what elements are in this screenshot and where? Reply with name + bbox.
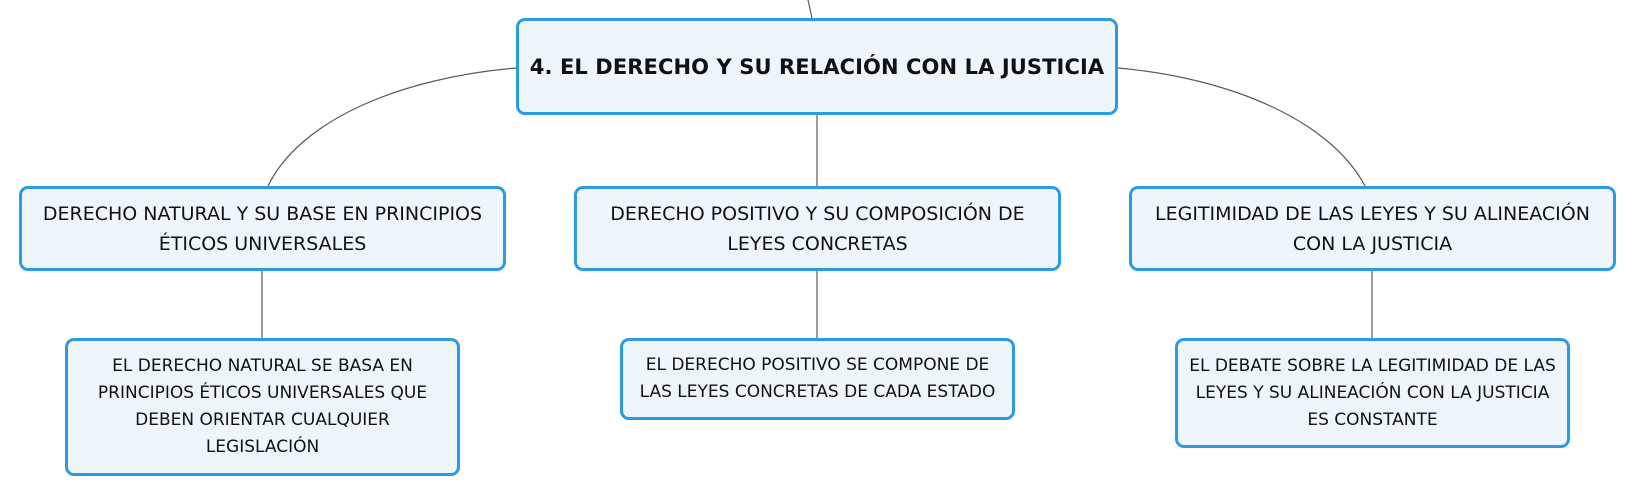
subtopic-natural-law[interactable]: EL DERECHO NATURAL SE BASA EN PRINCIPIOS…	[65, 338, 460, 476]
branch-topic-legitimacy[interactable]: LEGITIMIDAD DE LAS LEYES Y SU ALINEACIÓN…	[1129, 186, 1616, 271]
connector-root-to-branch-3	[1117, 67, 1366, 187]
branch-topic-positive-law[interactable]: DERECHO POSITIVO Y SU COMPOSICIÓN DE LEY…	[574, 186, 1061, 271]
subtopic-positive-law[interactable]: EL DERECHO POSITIVO SE COMPONE DE LAS LE…	[620, 338, 1015, 420]
subtopic-legitimacy[interactable]: EL DEBATE SOBRE LA LEGITIMIDAD DE LAS LE…	[1175, 338, 1570, 448]
connector-parent-to-root	[807, 0, 813, 19]
branch-topic-natural-law[interactable]: DERECHO NATURAL Y SU BASE EN PRINCIPIOS …	[19, 186, 506, 271]
branch-topic-label: LEGITIMIDAD DE LAS LEYES Y SU ALINEACIÓN…	[1155, 202, 1590, 255]
branch-topic-label: DERECHO NATURAL Y SU BASE EN PRINCIPIOS …	[42, 202, 483, 255]
subtopic-label: EL DERECHO POSITIVO SE COMPONE DE LAS LE…	[639, 355, 996, 402]
subtopic-label: EL DEBATE SOBRE LA LEGITIMIDAD DE LAS LE…	[1189, 355, 1556, 430]
root-topic[interactable]: 4. EL DERECHO Y SU RELACIÓN CON LA JUSTI…	[516, 18, 1118, 115]
connector-root-to-branch-1	[267, 67, 517, 187]
subtopic-label: EL DERECHO NATURAL SE BASA EN PRINCIPIOS…	[97, 356, 428, 457]
root-topic-label: 4. EL DERECHO Y SU RELACIÓN CON LA JUSTI…	[529, 54, 1105, 79]
branch-topic-label: DERECHO POSITIVO Y SU COMPOSICIÓN DE LEY…	[610, 202, 1025, 255]
